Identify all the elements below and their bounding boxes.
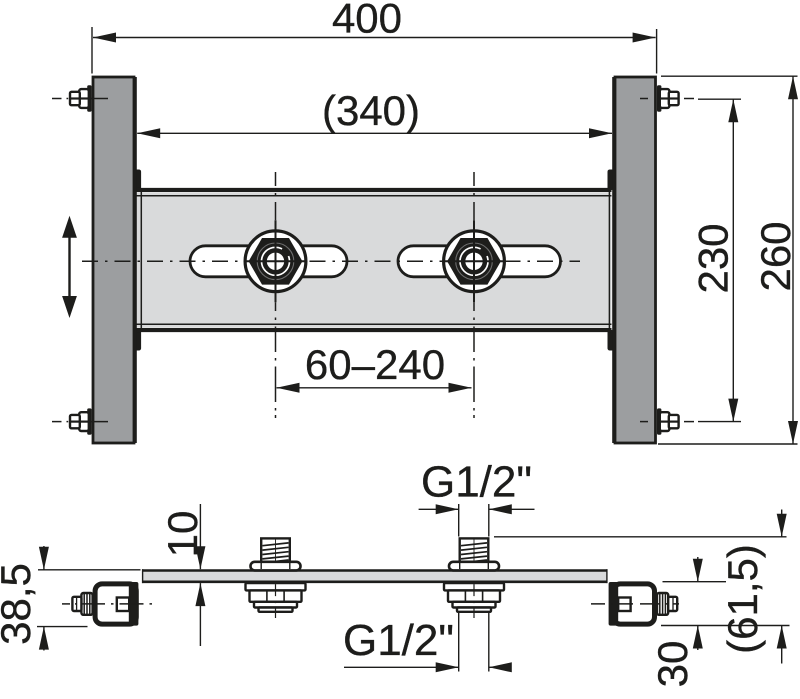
svg-text:400: 400 <box>332 0 402 41</box>
svg-text:(61,5): (61,5) <box>719 544 766 654</box>
svg-text:30: 30 <box>649 641 696 688</box>
svg-text:230: 230 <box>690 223 737 293</box>
svg-text:260: 260 <box>752 221 799 291</box>
svg-text:10: 10 <box>159 511 206 558</box>
svg-text:G1/2": G1/2" <box>343 616 454 665</box>
svg-text:G1/2": G1/2" <box>421 458 532 507</box>
svg-text:(340): (340) <box>322 87 420 134</box>
svg-text:60–240: 60–240 <box>305 341 445 388</box>
svg-text:38,5: 38,5 <box>0 563 39 645</box>
